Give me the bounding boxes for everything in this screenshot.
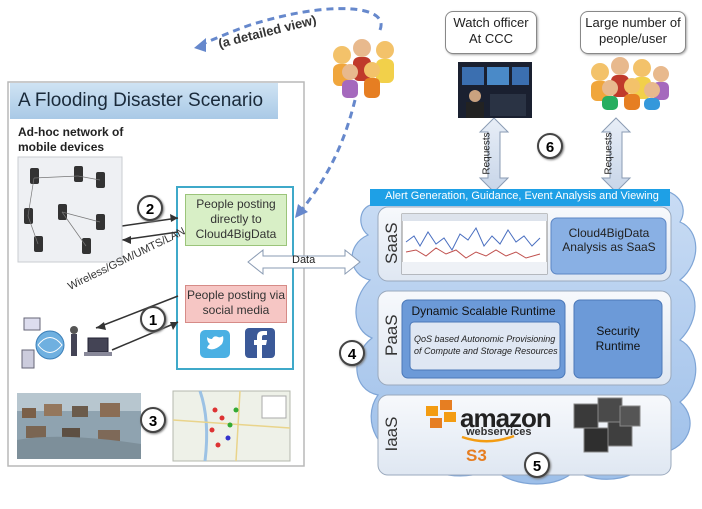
flood-photo	[17, 393, 141, 459]
scenario-title: A Flooding Disaster Scenario	[10, 83, 278, 119]
paas-layer-label: PaaS	[382, 314, 401, 356]
adhoc-network-image	[17, 156, 123, 263]
qos-box	[409, 321, 561, 371]
map-image	[172, 390, 291, 462]
requests-label-right: Requests	[603, 132, 615, 175]
server-cubes-icon	[573, 397, 641, 453]
saas-analysis-text: Cloud4BigData Analysis as SaaS	[562, 226, 656, 254]
amazon-text: amazon	[460, 403, 552, 433]
people-posting-social-box: People posting via social media	[185, 285, 287, 323]
arrow-2-in	[121, 217, 179, 227]
alert-bar	[370, 189, 670, 206]
security-runtime-text: Security Runtime	[595, 324, 641, 353]
step-number-3: 3	[140, 407, 166, 433]
facebook-icon	[245, 328, 275, 358]
large-number-box: Large number of people/user	[580, 11, 686, 54]
dynamic-runtime-text: Dynamic Scalable Runtime	[411, 304, 556, 318]
requests-label-left: Requests	[481, 132, 493, 175]
arrow-1-out	[95, 295, 179, 329]
dashed-arrow-top	[197, 7, 383, 48]
adhoc-label: Ad-hoc network of mobile devices	[18, 125, 124, 154]
qos-text: QoS based Autonomic Provisioning of Comp…	[414, 334, 558, 356]
saas-analysis-box	[550, 217, 667, 275]
dashed-arrow-down	[298, 99, 357, 213]
people-group-right	[591, 57, 669, 110]
people-posting-direct-box: People posting directly to Cloud4BigData	[185, 194, 287, 246]
devices-image	[21, 317, 112, 369]
iaas-layer-label: IaaS	[382, 416, 401, 452]
alert-bar-text: Alert Generation, Guidance, Event Analys…	[385, 190, 659, 202]
step-number-1: 1	[140, 306, 166, 332]
data-label: Data	[292, 254, 316, 266]
arrow-2-out	[121, 231, 179, 241]
data-arrow	[247, 248, 361, 276]
step-number-2: 2	[137, 195, 163, 221]
s3-text: S3	[466, 446, 487, 465]
step-number-6: 6	[537, 133, 563, 159]
saas-chart-image	[401, 213, 548, 275]
arrow-1-in	[111, 321, 179, 351]
webservices-text: webservices	[466, 426, 532, 438]
saas-layer-label: SaaS	[382, 222, 401, 264]
step-number-4: 4	[339, 340, 365, 366]
watch-officer-box: Watch officer At CCC	[445, 11, 537, 54]
amazon-smile-icon	[461, 434, 515, 443]
step-number-5: 5	[524, 452, 550, 478]
amazon-cubes-icon	[426, 400, 456, 428]
security-runtime-box	[573, 299, 663, 379]
people-group-top	[333, 39, 394, 98]
twitter-icon	[200, 330, 230, 358]
watch-officer-photo	[458, 62, 532, 118]
